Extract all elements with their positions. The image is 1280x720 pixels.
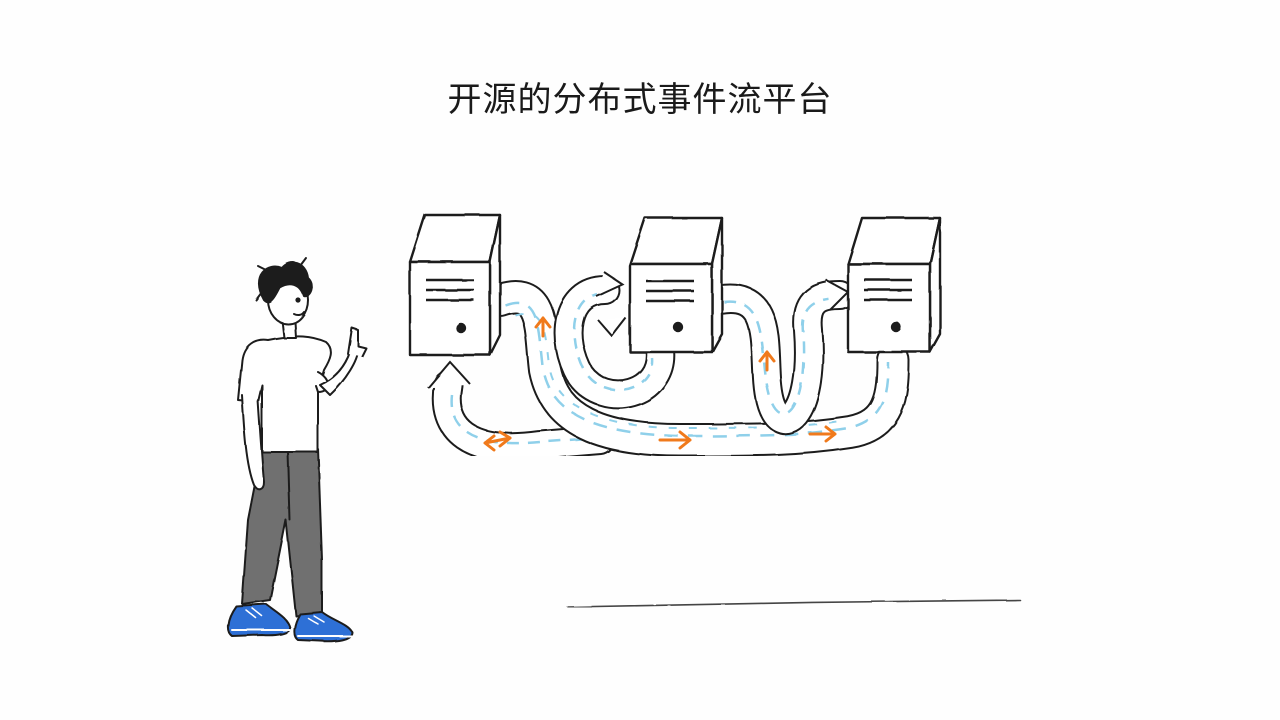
server-1 — [408, 213, 502, 357]
server-3 — [846, 216, 942, 354]
person-figure — [226, 257, 367, 643]
page-title: 开源的分布式事件流平台 — [447, 80, 833, 120]
flow-band-c — [553, 275, 676, 410]
arrowhead-2 — [595, 271, 625, 297]
flow-band-d — [705, 280, 855, 435]
ground-line — [567, 599, 1021, 608]
server-icon — [408, 213, 942, 357]
arrowhead-1 — [427, 360, 471, 389]
arrowhead-4 — [597, 317, 627, 338]
flow-band-a — [431, 370, 615, 463]
orange-arrows — [483, 316, 837, 452]
server-2 — [628, 216, 724, 354]
